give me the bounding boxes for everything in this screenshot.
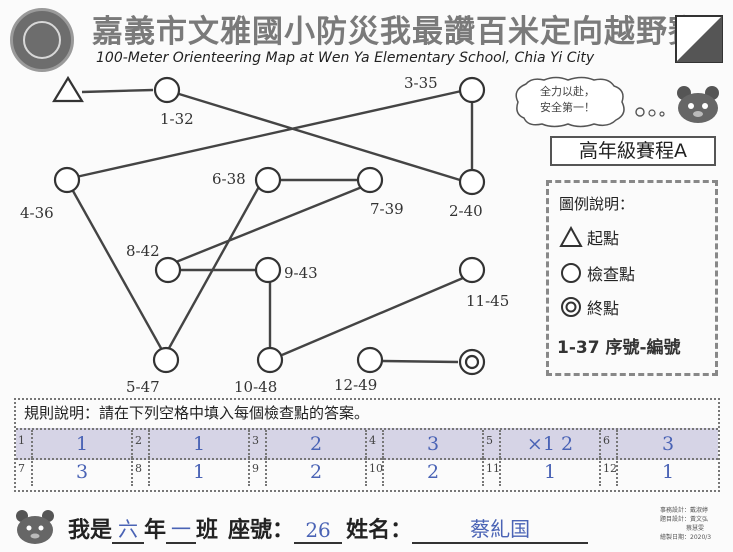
checkpoint-4-36 <box>53 166 81 194</box>
checkpoint-label: 6-38 <box>212 170 246 188</box>
checkpoint-label: 9-43 <box>284 264 318 282</box>
checkpoint-8-42 <box>154 256 182 284</box>
rules-box <box>14 398 720 492</box>
checkpoint-10-48 <box>256 346 284 374</box>
finish-double-circle <box>458 348 486 376</box>
credits: 事務設計：戴淑婷 題目設計：黃文弘 蔡慧雯 繪製日期：2020/3 <box>660 507 712 541</box>
page-title: 嘉義市文雅國小防災我最讚百米定向越野賽 <box>92 14 700 50</box>
orienteering-flag-icon <box>675 15 723 63</box>
legend-checkpoint-row: 檢查點 <box>559 261 635 285</box>
checkpoint-3-35 <box>458 76 486 104</box>
answer-number: 3 <box>250 430 267 458</box>
answer-field[interactable]: 1 <box>150 458 250 486</box>
checkpoint-5-47 <box>152 346 180 374</box>
legend-box: 圖例說明： 起點 檢查點 終點 1-37 序號-編號 <box>546 180 718 376</box>
name-label: 姓名： <box>346 518 413 543</box>
seat-field[interactable]: 26 <box>294 518 343 544</box>
answer-number: 5 <box>484 430 501 458</box>
checkpoint-label: 12-49 <box>334 376 378 394</box>
answer-field[interactable]: 1 <box>33 430 133 458</box>
answer-number: 7 <box>16 458 33 486</box>
bubble-tail-icon <box>635 107 665 117</box>
checkpoint-label: 8-42 <box>126 242 160 260</box>
checkpoint-label: 7-39 <box>370 200 404 218</box>
checkpoint-6-38 <box>254 166 282 194</box>
answer-field[interactable]: 3 <box>384 430 484 458</box>
bear-mascot-icon <box>677 86 719 123</box>
triangle-icon <box>559 226 583 247</box>
checkpoint-11-45 <box>458 256 486 284</box>
grade-field[interactable]: 六 <box>112 513 145 544</box>
rules-text: 規則說明：請在下列空格中填入每個檢查點的答案。 <box>24 404 370 422</box>
answer-number: 12 <box>601 458 618 486</box>
student-info: 我是 六 年 一 班 座號： 26 姓名： 蔡糺国 <box>68 512 589 544</box>
checkpoint-label: 3-35 <box>404 74 438 92</box>
answer-field[interactable]: 1 <box>661 461 675 483</box>
seat-label: 座號： <box>228 518 295 543</box>
answer-field[interactable]: 3 <box>33 458 133 486</box>
legend-numbering: 1-37 序號-編號 <box>557 338 681 358</box>
checkpoint-label: 10-48 <box>234 378 278 396</box>
checkpoint-9-43 <box>254 256 282 284</box>
answer-row-1: 1 1 2 1 3 2 4 3 5 ×1 2 6 3 <box>16 428 718 460</box>
checkpoint-label: 4-36 <box>20 204 54 222</box>
class-field[interactable]: 一 <box>166 513 197 544</box>
grade-label: 年 <box>144 518 167 543</box>
legend-finish-label: 終點 <box>587 299 620 318</box>
legend-start-row: 起點 <box>559 225 619 249</box>
checkpoint-label: 11-45 <box>466 292 510 310</box>
legend-start-label: 起點 <box>587 229 620 248</box>
answer-number: 11 <box>484 458 501 486</box>
checkpoint-label: 5-47 <box>126 378 160 396</box>
circle-icon <box>561 263 581 283</box>
start-triangle <box>52 75 84 103</box>
legend-title: 圖例說明： <box>559 195 635 213</box>
checkpoint-2-40 <box>458 168 486 196</box>
page-subtitle: 100-Meter Orienteering Map at Wen Ya Ele… <box>96 50 595 66</box>
legend-finish-row: 終點 <box>559 295 619 319</box>
answer-number: 10 <box>367 458 384 486</box>
checkpoint-label: 1-32 <box>160 110 194 128</box>
answer-number: 9 <box>250 458 267 486</box>
checkpoint-7-39 <box>356 166 384 194</box>
answer-row-2: 7 3 8 1 9 2 10 2 11 1 12 1 <box>16 458 718 486</box>
speech-bubble <box>515 76 625 128</box>
answer-number: 2 <box>133 430 150 458</box>
answer-field[interactable]: 2 <box>267 430 367 458</box>
answer-field[interactable]: 2 <box>267 458 367 486</box>
answer-field[interactable]: 3 <box>661 433 675 455</box>
checkpoint-12-49 <box>356 346 384 374</box>
school-logo <box>10 8 74 72</box>
bear-mascot-icon <box>16 510 54 544</box>
student-prefix: 我是 <box>68 518 113 543</box>
bubble-text: 全力以赴， 安全第一！ <box>540 85 595 114</box>
answer-field[interactable]: ×1 2 <box>501 430 601 458</box>
double-circle-icon <box>561 297 581 317</box>
legend-checkpoint-label: 檢查點 <box>587 265 636 284</box>
checkpoint-label: 2-40 <box>449 202 483 220</box>
class-label: 班 <box>196 518 219 543</box>
answer-number: 1 <box>16 430 33 458</box>
answer-field[interactable]: 2 <box>384 458 484 486</box>
answer-field[interactable]: 1 <box>150 430 250 458</box>
name-field[interactable]: 蔡糺国 <box>412 513 589 544</box>
answer-number: 8 <box>133 458 150 486</box>
answer-field[interactable]: 1 <box>501 458 601 486</box>
course-label: 高年級賽程A <box>550 136 716 166</box>
answer-number: 4 <box>367 430 384 458</box>
checkpoint-1-32 <box>153 76 181 104</box>
answer-number: 6 <box>601 430 618 458</box>
